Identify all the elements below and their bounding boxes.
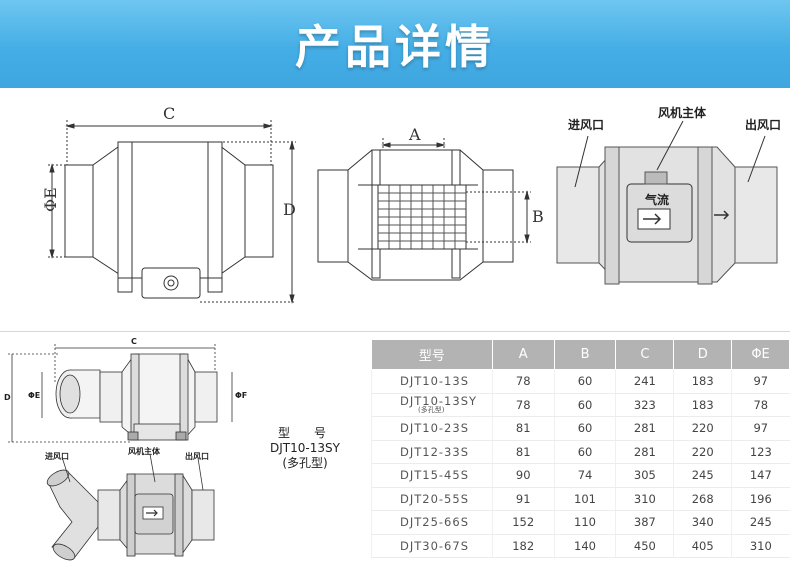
cell-d: 340: [673, 510, 732, 535]
cell-a: 182: [491, 534, 555, 558]
flow-view-drawing: [556, 120, 778, 285]
table-row: DJT30-67S 182 140 450 405 310: [371, 534, 790, 558]
cell-b: 74: [553, 463, 616, 488]
outlet-label: 出风口: [745, 117, 781, 132]
cell-a: 78: [491, 369, 555, 394]
cell-d: 220: [673, 416, 732, 441]
cell-b: 140: [553, 534, 616, 558]
dim-a-label: A: [408, 125, 421, 144]
model-caption-heading: 型 号: [277, 426, 332, 440]
cell-e: 97: [731, 369, 790, 394]
header-a: A: [491, 339, 555, 370]
cell-c: 281: [615, 440, 674, 464]
cell-model: DJT10-13S: [371, 369, 493, 394]
model-caption-type: (多孔型): [282, 456, 328, 470]
cell-d: 183: [673, 369, 732, 394]
small-outlet-label: 出风口: [185, 451, 209, 461]
table-row: DJT10-13S 78 60 241 183 97: [371, 369, 790, 394]
header-phi-e: ΦE: [731, 339, 790, 370]
drawings-svg: C D ΦE: [41, 104, 781, 304]
cell-model: DJT12-33S: [371, 440, 493, 464]
cell-c: 323: [615, 393, 674, 417]
lower-drawings: C D ΦE ΦF 进风口 风机主体 出风口: [0, 332, 370, 567]
table-row: DJT10-13SY(多孔型) 78 60 323 183 78: [371, 393, 790, 417]
cell-a: 91: [491, 487, 555, 511]
cell-d: 245: [673, 463, 732, 488]
cell-c: 241: [615, 369, 674, 394]
cell-d: 268: [673, 487, 732, 511]
cell-a: 152: [491, 510, 555, 535]
cell-c: 450: [615, 534, 674, 558]
end-view-drawing: [317, 138, 531, 281]
cell-c: 387: [615, 510, 674, 535]
cell-e: 78: [731, 393, 790, 417]
side-view-drawing: [48, 120, 296, 304]
cell-b: 60: [553, 416, 616, 441]
model-caption-model: DJT10-13SY: [270, 441, 340, 455]
cell-model: DJT30-67S: [371, 534, 493, 558]
table-header-row: 型号 A B C D ΦE: [371, 339, 790, 370]
technical-drawings: C D ΦE: [0, 92, 790, 330]
cell-b: 60: [553, 440, 616, 464]
model-caption: 型 号 DJT10-13SY (多孔型): [255, 426, 355, 471]
table-row: DJT15-45S 90 74 305 245 147: [371, 463, 790, 488]
cell-b: 60: [553, 393, 616, 417]
cell-e: 245: [731, 510, 790, 535]
dim-d-label: D: [283, 200, 296, 219]
header-c: C: [615, 339, 675, 370]
cell-c: 305: [615, 463, 674, 488]
header-b: B: [553, 339, 617, 370]
banner-title: 产品详情: [295, 20, 495, 74]
cell-model: DJT15-45S: [371, 463, 493, 488]
dim-phi-e-label: ΦE: [41, 187, 60, 212]
cell-model: DJT25-66S: [371, 510, 493, 535]
cell-e: 196: [731, 487, 790, 511]
inlet-label: 进风口: [568, 117, 604, 132]
cell-d: 183: [673, 393, 732, 417]
cell-model: DJT20-55S: [371, 487, 493, 511]
header-d: D: [673, 339, 733, 370]
cell-c: 281: [615, 416, 674, 441]
small-inlet-label: 进风口: [45, 451, 69, 461]
airflow-label: 气流: [644, 192, 669, 207]
cell-b: 110: [553, 510, 616, 535]
small-side-view: [8, 344, 233, 443]
table-row: DJT20-55S 91 101 310 268 196: [371, 487, 790, 511]
dim-b-label: B: [532, 207, 544, 226]
cell-d: 405: [673, 534, 732, 558]
cell-e: 123: [731, 440, 790, 464]
section-divider: [0, 331, 790, 332]
cell-model: DJT10-23S: [371, 416, 493, 441]
cell-e: 97: [731, 416, 790, 441]
dim-c-label: C: [163, 104, 175, 123]
table-row: DJT25-66S 152 110 387 340 245: [371, 510, 790, 535]
small-dim-c-label: C: [131, 337, 137, 346]
fan-body-label: 风机主体: [658, 105, 707, 120]
cell-a: 90: [491, 463, 555, 488]
small-dim-d-label: D: [4, 393, 11, 402]
header-model: 型号: [371, 339, 493, 370]
cell-d: 220: [673, 440, 732, 464]
small-fan-body-label: 风机主体: [128, 446, 161, 456]
cell-a: 81: [491, 416, 555, 441]
cell-e: 147: [731, 463, 790, 488]
cell-a: 78: [491, 393, 555, 417]
cell-b: 101: [553, 487, 616, 511]
cell-model: DJT10-13SY(多孔型): [371, 393, 493, 417]
cell-c: 310: [615, 487, 674, 511]
spec-table: 型号 A B C D ΦE DJT10-13S 78 60 241 183 97…: [371, 339, 790, 558]
small-dim-phi-e-label: ΦE: [28, 391, 40, 400]
cell-e: 310: [731, 534, 790, 558]
small-dim-phi-f-label: ΦF: [235, 391, 247, 400]
lower-drawings-svg: C D ΦE ΦF 进风口 风机主体 出风口: [4, 337, 247, 561]
cell-b: 60: [553, 369, 616, 394]
table-row: DJT10-23S 81 60 281 220 97: [371, 416, 790, 441]
title-banner: 产品详情: [0, 0, 790, 88]
small-flow-view: [46, 453, 215, 561]
cell-a: 81: [491, 440, 555, 464]
table-row: DJT12-33S 81 60 281 220 123: [371, 440, 790, 464]
